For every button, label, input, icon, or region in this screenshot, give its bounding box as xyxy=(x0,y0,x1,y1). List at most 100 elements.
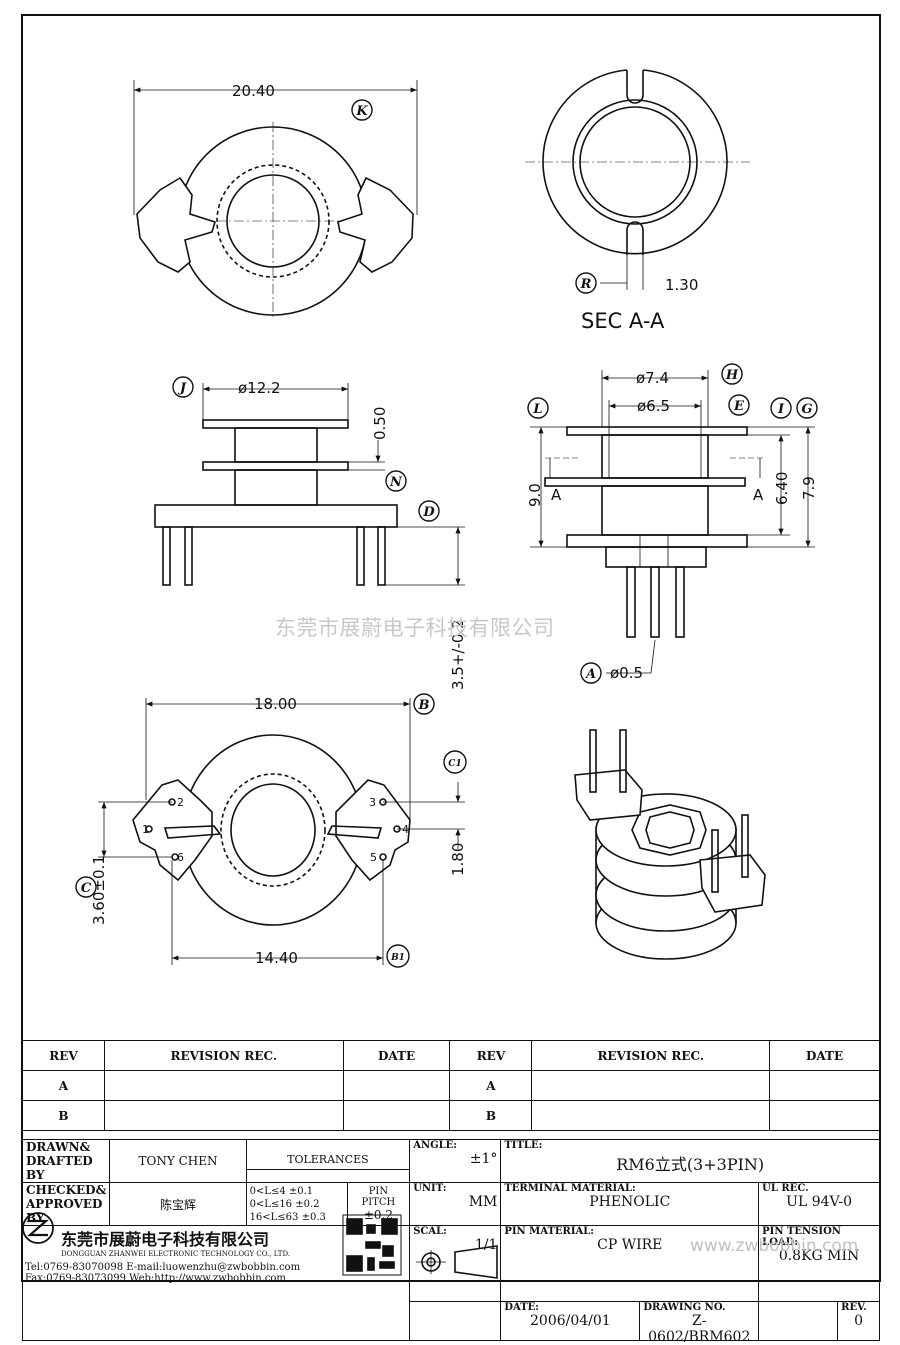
drawn-by: TONY CHEN xyxy=(109,1139,247,1183)
scale-value: 1/1 xyxy=(474,1237,498,1253)
pin-pitch-cell: PIN PITCH ±0.2 xyxy=(346,1182,411,1226)
date-value: 2006/04/01 xyxy=(530,1313,611,1329)
front-view xyxy=(530,370,815,674)
rev-value: 0 xyxy=(854,1313,864,1329)
dim-3-60: 3.60±0.1 xyxy=(90,855,108,925)
svg-text:H: H xyxy=(725,368,739,383)
svg-text:B1: B1 xyxy=(390,953,405,963)
bottom-view xyxy=(98,698,465,965)
tolerance-cell: TOLERANCES xyxy=(245,1139,411,1183)
callout-b: B xyxy=(413,693,435,715)
checked-label: CHECKED& APPROVED BY xyxy=(21,1182,111,1226)
dim-0-50: 0.50 xyxy=(371,407,389,440)
callout-g: G xyxy=(796,397,818,419)
callout-e: E xyxy=(728,394,750,416)
date-dwg-cell: DATE: 2006/04/01 DRAWING NO. Z-0602/BRM6… xyxy=(500,1301,760,1345)
date-label: DATE: xyxy=(504,1302,539,1313)
svg-text:I: I xyxy=(777,402,785,417)
table-row: B B xyxy=(22,1100,880,1131)
callout-l: L xyxy=(527,397,549,419)
pitch-value: ±0.2 xyxy=(363,1208,393,1222)
rev-cell xyxy=(531,1070,771,1101)
callout-i: I xyxy=(770,397,792,419)
title-block: REV REVISION REC. DATE REV REVISION REC.… xyxy=(21,1040,880,1345)
rev-no-cell: REV. 0 xyxy=(758,1301,880,1341)
svg-text:C1: C1 xyxy=(448,759,461,769)
svg-text:B: B xyxy=(418,698,430,713)
rev-label: REV. xyxy=(841,1302,867,1313)
dim-20-40: 20.40 xyxy=(232,82,275,100)
dim-dia-12-2: ø12.2 xyxy=(238,379,281,397)
svg-text:J: J xyxy=(177,381,187,396)
revision-table: REV REVISION REC. DATE REV REVISION REC.… xyxy=(22,1040,880,1131)
rev-cell xyxy=(342,1070,451,1101)
rev-cell: B xyxy=(449,1100,533,1131)
tol-row: 0<L≤4 ±0.1 xyxy=(249,1185,314,1197)
rev-cell xyxy=(103,1100,344,1131)
section-mark-right: A xyxy=(753,486,764,504)
svg-text:D: D xyxy=(422,505,435,520)
rev-cell xyxy=(769,1070,880,1101)
rev-cell: A xyxy=(449,1070,533,1101)
angle-label: ANGLE: xyxy=(413,1140,457,1151)
drawing-title: RM6立式(3+3PIN) xyxy=(616,1155,765,1174)
section-view xyxy=(525,69,750,290)
pin-label-3: 3 xyxy=(369,796,376,809)
unit-value: MM xyxy=(468,1194,498,1210)
rev-header: REV xyxy=(22,1040,105,1071)
tol-row: 0<L≤16 ±0.2 xyxy=(249,1198,320,1210)
table-row: A A xyxy=(22,1070,880,1101)
rev-cell: A xyxy=(22,1070,105,1101)
terminal-label: TERMINAL MATERIAL: xyxy=(504,1183,636,1194)
projection-cell xyxy=(409,1301,502,1341)
callout-a: A xyxy=(580,662,602,684)
side-view xyxy=(154,383,465,586)
checked-by: 陈宝辉 xyxy=(109,1182,247,1226)
dwg-cell: DRAWING NO. Z-0602/BRM602 xyxy=(640,1302,758,1345)
watermark-text: 东莞市展蔚电子科技有限公司 xyxy=(275,616,555,640)
dim-9-0: 9.0 xyxy=(526,483,544,507)
tol-row: 16<L≤63 ±0.3 xyxy=(249,1211,326,1223)
tension-value: 0.8KG MIN xyxy=(778,1248,860,1264)
dim-dia-7-4: ø7.4 xyxy=(636,369,669,387)
pitch-label: PIN PITCH xyxy=(361,1186,396,1208)
pin-label-6: 6 xyxy=(177,851,184,864)
svg-text:E: E xyxy=(733,399,745,414)
dim-1-80: 1.80 xyxy=(449,843,467,876)
dwg-value: Z-0602/BRM602 xyxy=(648,1313,751,1345)
tolerance-rows: 0<L≤4 ±0.1 0<L≤16 ±0.2 16<L≤63 ±0.3 xyxy=(245,1182,348,1226)
pin-label-2: 2 xyxy=(177,796,184,809)
revision-rec-header: REVISION REC. xyxy=(103,1040,344,1071)
pin-material-value: CP WIRE xyxy=(597,1237,663,1253)
pin-label-5: 5 xyxy=(370,851,377,864)
terminal-value: PHENOLIC xyxy=(589,1194,671,1210)
tension-label: PIN TENSION LOAD: xyxy=(762,1226,841,1248)
svg-text:N: N xyxy=(389,475,403,490)
svg-text:K: K xyxy=(355,104,368,119)
svg-text:C: C xyxy=(81,881,92,896)
date-cell: DATE: 2006/04/01 xyxy=(501,1302,641,1340)
top-view xyxy=(133,80,418,320)
tension-cell: PIN TENSION LOAD: 0.8KG MIN xyxy=(758,1225,880,1302)
svg-text:L: L xyxy=(532,402,542,417)
callout-b1: B1 xyxy=(386,944,410,968)
dim-14-40: 14.40 xyxy=(255,949,298,967)
rev-cell xyxy=(103,1070,344,1101)
rev-cell: REV. 0 xyxy=(838,1302,879,1340)
dim-6-40: 6.40 xyxy=(773,472,791,505)
angle-cell: ANGLE: ±1° xyxy=(409,1139,502,1183)
rev-cell xyxy=(531,1100,771,1131)
company-cell: 东莞市展蔚电子科技有限公司 DONGGUAN ZHANWEI ELECTRONI… xyxy=(21,1225,411,1341)
callout-h: H xyxy=(721,363,743,385)
scale-cell: SCAL: 1/1 xyxy=(409,1225,502,1302)
ul-value: UL 94V-0 xyxy=(786,1194,852,1210)
section-mark-left: A xyxy=(551,486,562,504)
callout-k: K xyxy=(351,99,373,121)
svg-text:A: A xyxy=(584,667,596,682)
date-header: DATE xyxy=(769,1040,880,1071)
drawing-sheet: 20.40 1.30 SEC A-A ø12.2 0.50 3.5+/-0.2 … xyxy=(21,14,881,1282)
drawn-label: DRAWN& DRAFTED BY xyxy=(21,1139,111,1183)
dwg-label: DRAWING NO. xyxy=(643,1302,726,1313)
ul-label: UL REC. xyxy=(762,1183,809,1194)
title-label: TITLE: xyxy=(504,1140,543,1151)
